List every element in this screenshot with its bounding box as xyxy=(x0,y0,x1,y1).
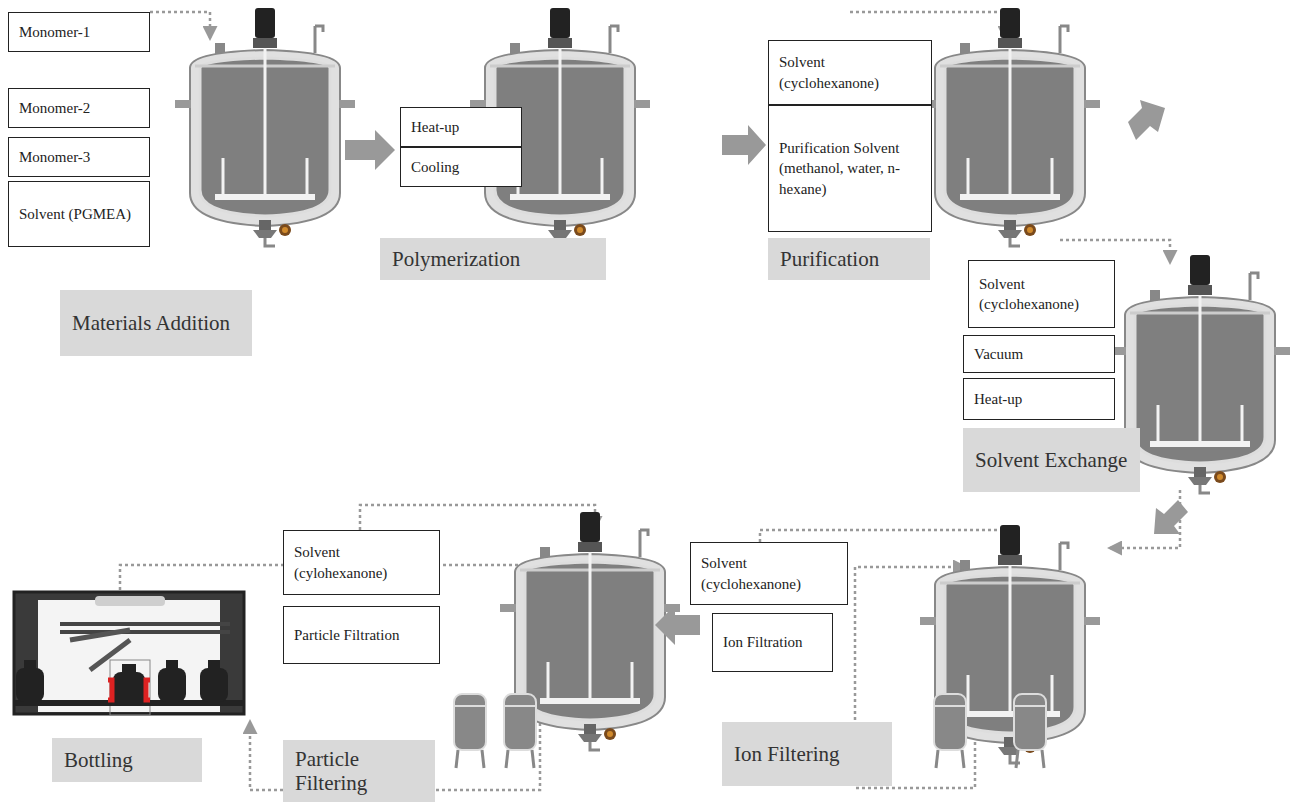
stage-label: Purification xyxy=(768,238,930,280)
input-box: Ion Filtration xyxy=(712,613,833,672)
box-text: Purification Solvent (methanol, water, n… xyxy=(779,138,921,199)
box-text: Monomer-2 xyxy=(19,98,139,118)
box-text: Ion Filtration xyxy=(723,632,822,652)
box-text: Purification xyxy=(780,247,918,271)
box-text: Heat-up xyxy=(411,117,511,137)
stage-label: Polymerization xyxy=(380,238,606,280)
box-text: Solvent (cylohexanone) xyxy=(294,542,429,583)
box-text: Solvent (cyclohexanone) xyxy=(701,553,837,594)
box-text: Bottling xyxy=(64,748,190,772)
box-text: Solvent Exchange xyxy=(975,448,1128,472)
box-text: Polymerization xyxy=(392,247,594,271)
input-box: Heat-up xyxy=(963,378,1115,420)
input-box: Solvent (cyclohexanone) xyxy=(768,40,932,105)
input-box: Solvent (cyclohexanone) xyxy=(968,260,1115,328)
input-box: Monomer-2 xyxy=(8,88,150,128)
input-box: Particle Filtration xyxy=(283,606,440,664)
input-box: Vacuum xyxy=(963,335,1115,373)
input-box: Solvent (PGMEA) xyxy=(8,181,150,247)
stage-label: Solvent Exchange xyxy=(963,428,1140,492)
input-box: Monomer-3 xyxy=(8,137,150,177)
box-text: Solvent (PGMEA) xyxy=(19,204,139,224)
box-text: Particle Filtering xyxy=(295,747,423,795)
box-text: Monomer-3 xyxy=(19,147,139,167)
box-text: Materials Addition xyxy=(72,311,240,335)
box-text: Particle Filtration xyxy=(294,625,429,645)
box-text: Solvent (cyclohexanone) xyxy=(979,274,1104,315)
input-box: Heat-up xyxy=(400,107,522,147)
box-text: Cooling xyxy=(411,157,511,177)
input-box: Monomer-1 xyxy=(8,12,150,52)
stage-label: Ion Filtering xyxy=(722,722,892,786)
input-box: Purification Solvent (methanol, water, n… xyxy=(768,105,932,232)
stage-label: Materials Addition xyxy=(60,290,252,356)
input-box: Cooling xyxy=(400,147,522,187)
box-text: Ion Filtering xyxy=(734,742,880,766)
box-text: Monomer-1 xyxy=(19,22,139,42)
input-box: Solvent (cyclohexanone) xyxy=(690,542,848,605)
stage-label: Particle Filtering xyxy=(283,740,435,802)
input-box: Solvent (cylohexanone) xyxy=(283,530,440,595)
box-text: Solvent (cyclohexanone) xyxy=(779,52,921,93)
box-text: Vacuum xyxy=(974,344,1104,364)
stage-label: Bottling xyxy=(52,738,202,782)
box-text: Heat-up xyxy=(974,389,1104,409)
